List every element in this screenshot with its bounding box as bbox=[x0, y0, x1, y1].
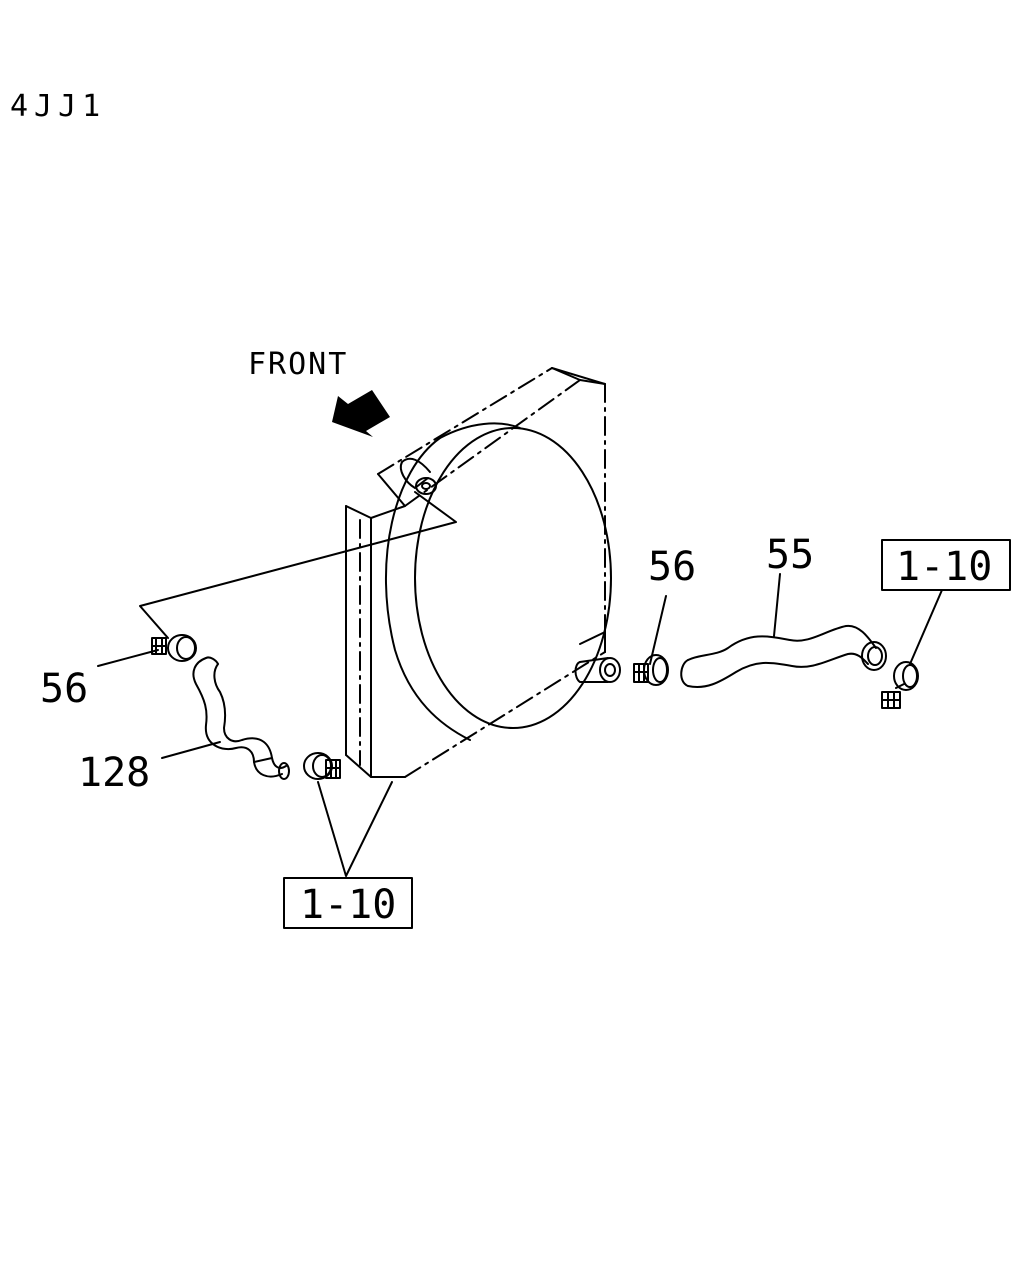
clamp-upper-left bbox=[151, 634, 197, 662]
lower-outlet-pipe bbox=[574, 657, 621, 683]
callout-55: 55 bbox=[766, 532, 814, 578]
callout-56-right: 56 bbox=[648, 544, 696, 590]
clamp-right bbox=[633, 654, 669, 686]
ref-leader-bottom bbox=[317, 781, 393, 877]
ref-box-bottom: 1-10 bbox=[283, 877, 413, 929]
ref-leader-upper-right bbox=[909, 589, 943, 665]
front-label: FRONT bbox=[248, 347, 348, 382]
ref-box-bottom-label: 1-10 bbox=[300, 882, 396, 928]
inlet-leader-line bbox=[139, 491, 457, 639]
upper-inlet-pipe bbox=[399, 457, 437, 495]
radiator-shroud bbox=[345, 367, 612, 778]
callout-leader-56-left bbox=[97, 649, 159, 667]
ref-box-upper-right: 1-10 bbox=[881, 539, 1011, 591]
callout-leader-56-right bbox=[649, 595, 667, 665]
hose-55 bbox=[680, 624, 887, 688]
callout-leader-128 bbox=[161, 741, 221, 759]
ref-box-upper-right-label: 1-10 bbox=[896, 544, 992, 590]
callout-56-left: 56 bbox=[40, 666, 88, 712]
clamp-far-right bbox=[881, 661, 919, 709]
model-code: 4JJ1 bbox=[10, 89, 106, 124]
callout-leader-55 bbox=[773, 573, 781, 637]
callout-128: 128 bbox=[78, 750, 150, 796]
front-arrow-icon bbox=[332, 390, 390, 437]
hose-128 bbox=[192, 656, 290, 780]
clamp-lower bbox=[303, 752, 341, 780]
